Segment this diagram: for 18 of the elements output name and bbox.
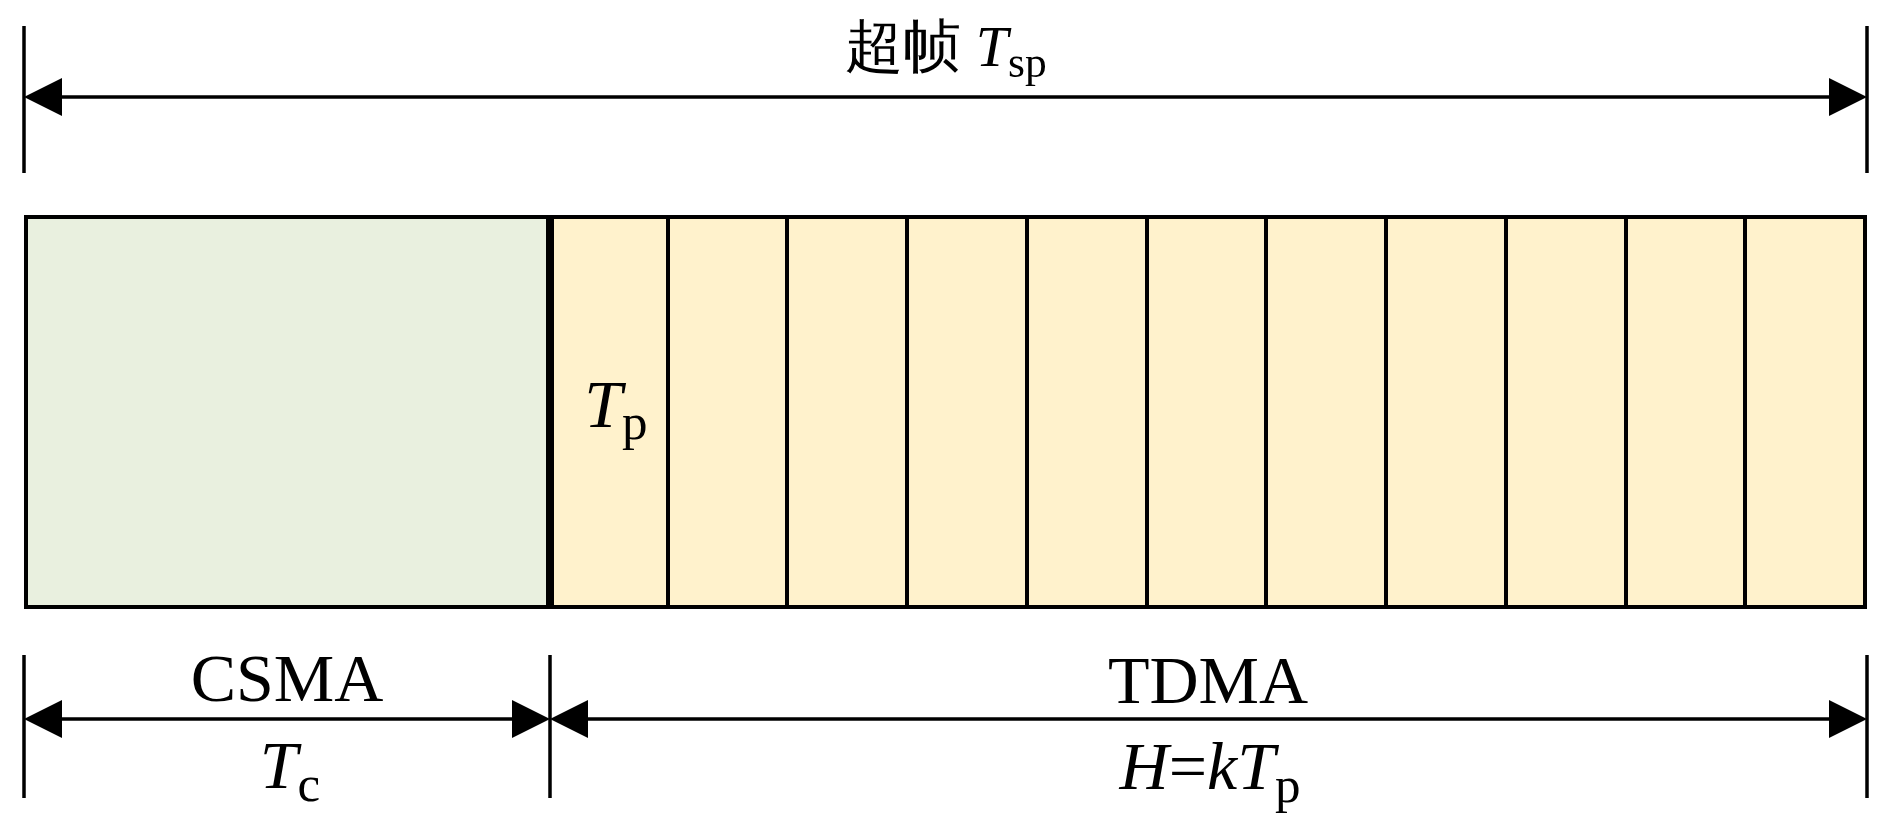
time-segment [24, 215, 550, 609]
time-slot [789, 215, 910, 609]
time-slot [909, 215, 1029, 609]
time-slot [669, 215, 790, 609]
time-slot [1028, 215, 1149, 609]
dimension-label: TDMA [1106, 646, 1310, 720]
time-slot [1268, 215, 1389, 609]
dimension-label: 超帧 T$_{sp}$ [844, 18, 1048, 88]
dimension-label: H=kT$_{p}$ [1117, 732, 1302, 815]
time-slot [1747, 215, 1867, 609]
dimension-label: T$_{c}$ [258, 731, 322, 814]
time-slot [550, 215, 670, 609]
time-slot [1507, 215, 1628, 609]
slot-label: T$_{p}$ [583, 369, 649, 453]
time-slot [1627, 215, 1748, 609]
time-slot [1148, 215, 1269, 609]
dimension-label: CSMA [189, 644, 385, 718]
time-slot [1388, 215, 1508, 609]
